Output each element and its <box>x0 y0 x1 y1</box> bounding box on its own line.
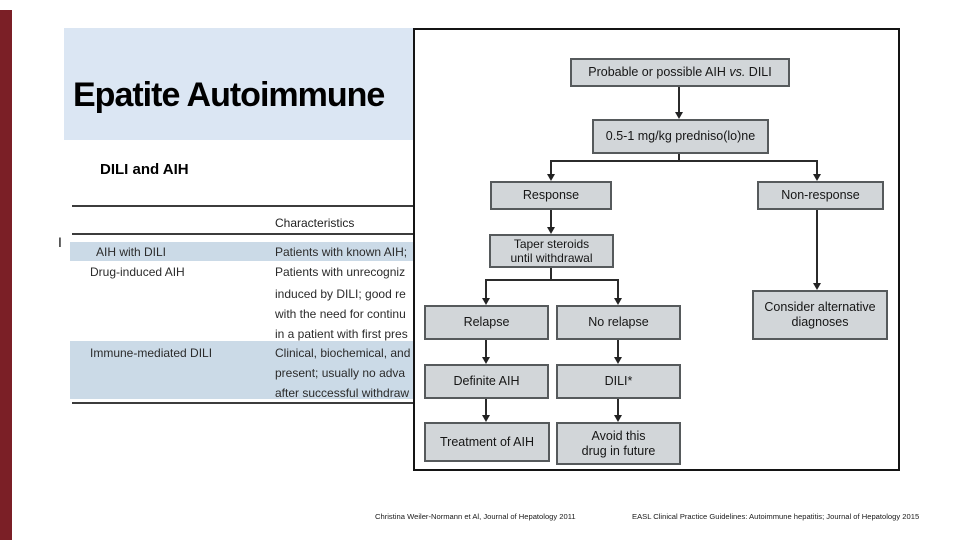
connector-line <box>485 340 487 357</box>
arrowhead-icon <box>614 415 622 422</box>
arrowhead-icon <box>482 357 490 364</box>
arrowhead-icon <box>547 174 555 181</box>
arrowhead-icon <box>813 283 821 290</box>
citation-right: EASL Clinical Practice Guidelines: Autoi… <box>632 512 920 521</box>
table-rule-bottom <box>72 402 413 404</box>
slide-subtitle: DILI and AIH <box>100 161 189 178</box>
table-cell-text: induced by DILI; good re <box>275 287 406 301</box>
arrowhead-icon <box>547 227 555 234</box>
title-block <box>64 28 413 140</box>
flow-node-taper-steroids: Taper steroids until withdrawal <box>489 234 614 268</box>
table-row-band <box>70 242 414 261</box>
table-cell-text: present; usually no adva <box>275 366 406 380</box>
table-cell-text: after successful withdraw <box>275 386 410 400</box>
arrowhead-icon <box>614 357 622 364</box>
connector-line <box>816 210 818 283</box>
flow-node-treatment-of-aih: Treatment of AIH <box>424 422 550 462</box>
table-row-label: Drug-induced AIH <box>90 265 185 279</box>
table-cell-text: with the need for continu <box>275 307 406 321</box>
flowchart-figure: Probable or possible AIH vs. DILI 0.5-1 … <box>413 28 900 471</box>
flow-node-response: Response <box>490 181 612 210</box>
connector-line <box>550 210 552 227</box>
connector-line <box>550 160 552 174</box>
connector-line <box>617 279 619 298</box>
stray-text-mark: I <box>58 234 62 250</box>
arrowhead-icon <box>614 298 622 305</box>
table-cell-text: Patients with known AIH; <box>275 245 408 259</box>
connector-line <box>617 340 619 357</box>
table-row-label: Immune-mediated DILI <box>90 346 213 360</box>
table-cell-text: Patients with unrecogniz <box>275 265 406 279</box>
arrowhead-icon <box>482 415 490 422</box>
flow-node-consider-alternative: Consider alternative diagnoses <box>752 290 888 340</box>
connector-line <box>550 268 552 280</box>
table-row-band <box>70 341 414 399</box>
flow-node-no-relapse: No relapse <box>556 305 681 340</box>
flow-node-avoid-drug: Avoid this drug in future <box>556 422 681 465</box>
table-cell-text: in a patient with first pres <box>275 327 408 341</box>
table-column-header: Characteristics <box>275 216 355 230</box>
connector-line <box>485 399 487 415</box>
flow-node-non-response: Non-response <box>757 181 884 210</box>
citation-left: Christina Weiler-Normann et Al, Journal … <box>375 512 576 521</box>
flow-node-dili: DILI* <box>556 364 681 399</box>
arrowhead-icon <box>675 112 683 119</box>
flow-node-definite-aih: Definite AIH <box>424 364 549 399</box>
flow-node-relapse: Relapse <box>424 305 549 340</box>
connector-line <box>678 87 680 112</box>
connector-line <box>485 279 619 281</box>
connector-line <box>678 154 680 161</box>
table-cell-text: Clinical, biochemical, and <box>275 346 411 360</box>
table-row-label: AIH with DILI <box>96 245 167 259</box>
flow-node-prednisone: 0.5-1 mg/kg predniso(lo)ne <box>592 119 769 154</box>
flow-node-probable-aih-vs-dili: Probable or possible AIH vs. DILI <box>570 58 790 87</box>
connector-line <box>617 399 619 415</box>
arrowhead-icon <box>482 298 490 305</box>
table-rule-top <box>72 205 413 207</box>
arrowhead-icon <box>813 174 821 181</box>
table-rule-header <box>72 233 413 235</box>
connector-line <box>816 160 818 174</box>
page-title: Epatite Autoimmune <box>73 76 385 114</box>
connector-line <box>550 160 818 162</box>
left-accent-bar <box>0 10 12 540</box>
connector-line <box>485 279 487 298</box>
